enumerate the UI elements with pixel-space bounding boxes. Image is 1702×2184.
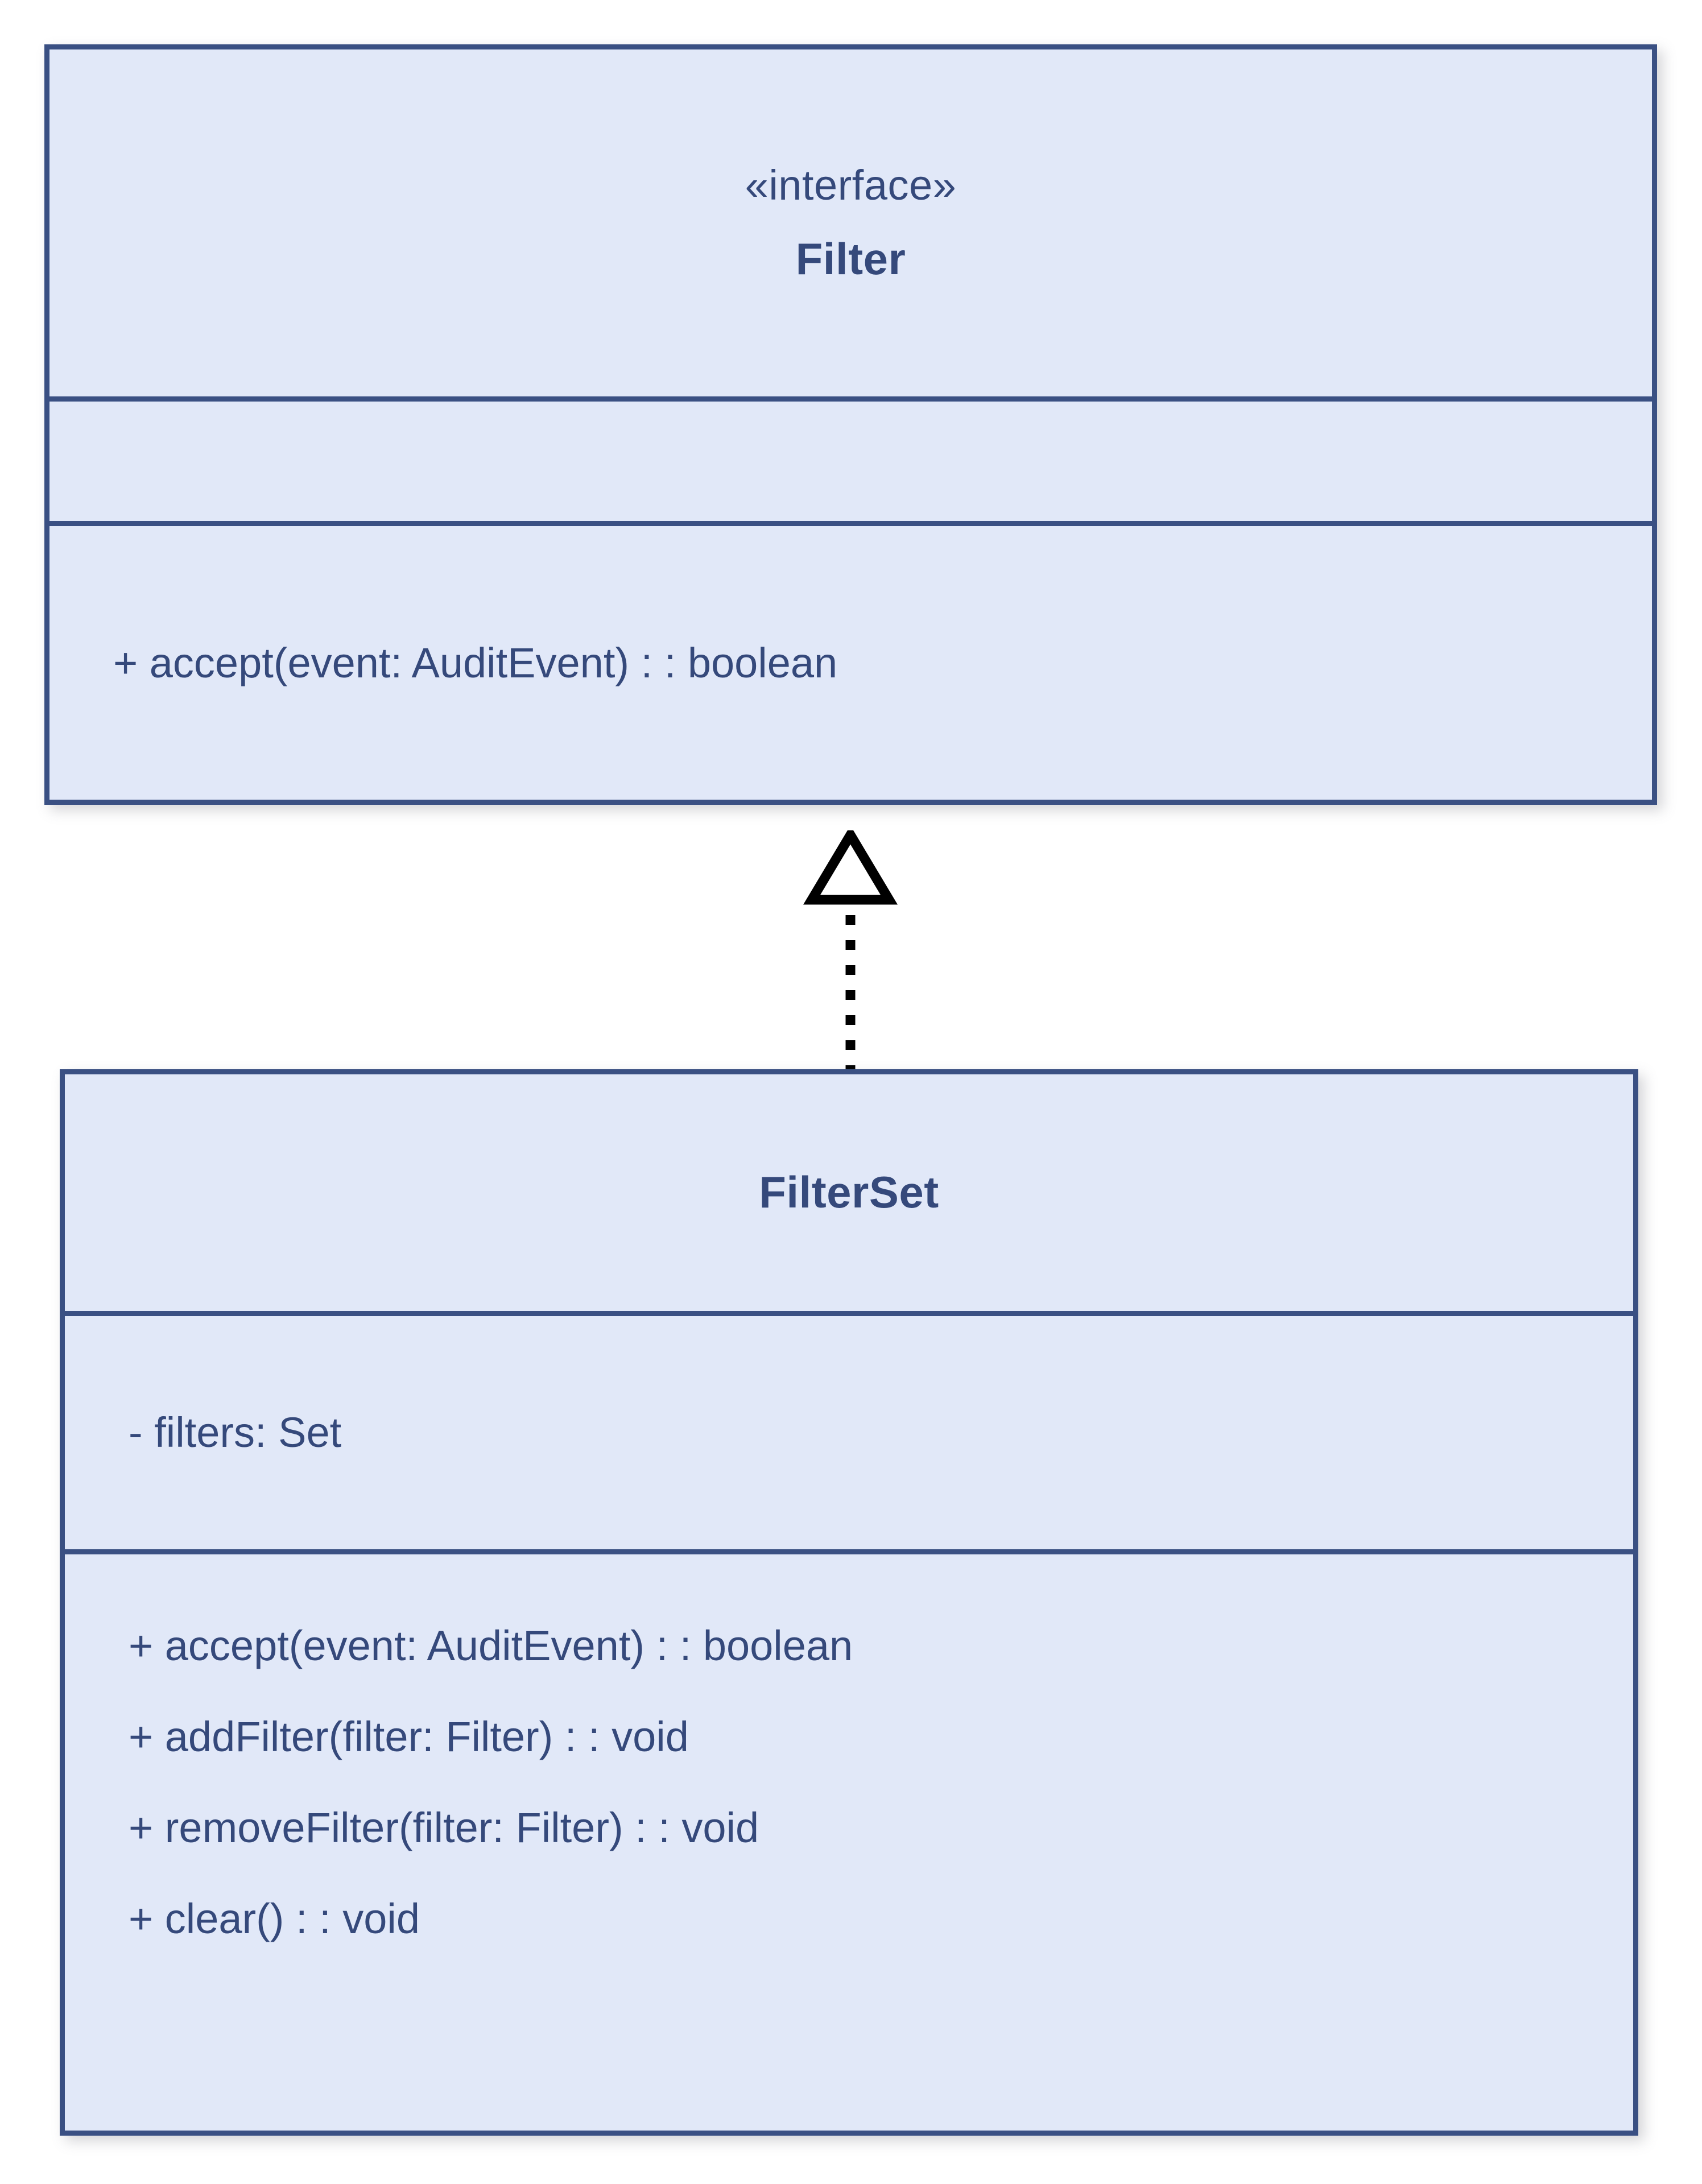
class-box-filterset[interactable]: FilterSet - filters: Set + accept(event:… (60, 1069, 1638, 2136)
stereotype-label-filter: «interface» (745, 162, 957, 209)
method-item[interactable]: + addFilter(filter: Filter) : : void (129, 1713, 689, 1760)
attributes-compartment-filter (49, 396, 1652, 521)
methods-compartment-filter: + accept(event: AuditEvent) : : boolean (49, 521, 1652, 800)
method-item[interactable]: + accept(event: AuditEvent) : : boolean (113, 639, 838, 686)
method-item[interactable]: + removeFilter(filter: Filter) : : void (129, 1804, 759, 1851)
method-item[interactable]: + accept(event: AuditEvent) : : boolean (129, 1622, 853, 1669)
realization-connector-filterset-to-filter[interactable] (785, 830, 916, 1075)
methods-compartment-filterset: + accept(event: AuditEvent) : : boolean … (65, 1549, 1633, 2131)
class-name-filterset: FilterSet (759, 1167, 939, 1218)
class-box-filter[interactable]: «interface» Filter + accept(event: Audit… (44, 44, 1657, 805)
attributes-compartment-filterset: - filters: Set (65, 1311, 1633, 1549)
attribute-item[interactable]: - filters: Set (129, 1409, 342, 1456)
class-header-filter: «interface» Filter (49, 49, 1652, 396)
method-item[interactable]: + clear() : : void (129, 1895, 420, 1942)
class-header-filterset: FilterSet (65, 1074, 1633, 1311)
hollow-triangle-arrowhead-icon (803, 830, 898, 905)
class-name-filter: Filter (795, 233, 906, 284)
